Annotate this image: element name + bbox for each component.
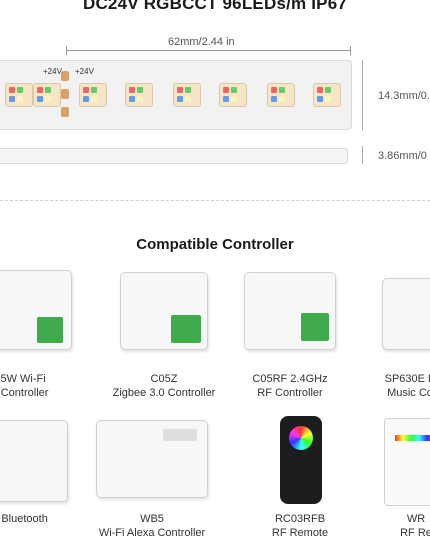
page-title: DC24V RGBCCT 96LEDs/m IP67 [82, 0, 348, 13]
height-dimension-label: 3.86mm/0 [378, 150, 427, 162]
product-item: WR RF Re [356, 512, 430, 540]
product-subtitle: Music Co [387, 387, 430, 399]
controller-image [96, 420, 208, 498]
voltage-label: +24V [75, 67, 94, 76]
product-item: 05W Wi-Fi a Controller [0, 372, 80, 400]
product-subtitle: Zigbee 3.0 Controller [112, 387, 216, 399]
length-dimension-line [66, 50, 350, 51]
product-name: WR [406, 513, 426, 525]
led-chip [79, 83, 107, 107]
led-chip [313, 83, 341, 107]
product-subtitle: RF Remote [271, 527, 329, 539]
remote-control-image [280, 416, 322, 504]
product-name: 3 Bluetooth [0, 513, 48, 525]
product-name: 05W Wi-Fi [0, 373, 46, 385]
product-item: C05RF 2.4GHz RF Controller [230, 372, 350, 400]
product-name: C05RF 2.4GHz [252, 373, 328, 385]
terminal-block [163, 429, 197, 441]
controller-image [0, 270, 72, 350]
terminal-block [171, 315, 201, 343]
controller-image [120, 272, 208, 350]
wall-panel-image [384, 418, 430, 506]
led-chip [5, 83, 33, 107]
led-strip-side-view [0, 148, 348, 164]
length-dimension-tick-right [350, 46, 351, 55]
section-divider [0, 200, 430, 201]
solder-pad [61, 89, 69, 99]
product-name: WB5 [140, 513, 164, 525]
product-subtitle: RF Re [400, 527, 430, 539]
led-chip [267, 83, 295, 107]
product-name: SP630E B [384, 373, 430, 385]
controller-image [0, 420, 68, 502]
product-item: RC03RFB RF Remote [240, 512, 360, 540]
solder-pad [61, 71, 69, 81]
product-item: WB5 Wi-Fi Alexa Controller [92, 512, 212, 540]
terminal-block [37, 317, 63, 343]
color-wheel-icon [289, 426, 313, 450]
voltage-label: +24V [43, 67, 62, 76]
led-strip-top-view: +24V +24V [0, 60, 352, 130]
led-chip [125, 83, 153, 107]
product-name: C05Z [150, 373, 178, 385]
product-name: RC03RFB [274, 513, 326, 525]
product-item: C05Z Zigbee 3.0 Controller [104, 372, 224, 400]
width-dimension-label: 14.3mm/0. [378, 90, 430, 102]
terminal-block [301, 313, 329, 341]
led-chip [219, 83, 247, 107]
product-subtitle: RF Controller [257, 387, 323, 399]
solder-pad [61, 107, 69, 117]
product-subtitle: a Controller [0, 387, 49, 399]
product-subtitle: Wi-Fi Alexa Controller [98, 527, 206, 539]
product-item: SP630E B Music Co [350, 372, 430, 400]
led-chip [33, 83, 61, 107]
controller-image [244, 272, 336, 350]
section-title: Compatible Controller [136, 236, 294, 253]
width-dimension-line [362, 60, 363, 130]
product-item: 3 Bluetooth [0, 512, 80, 526]
length-dimension-label: 62mm/2.44 in [168, 36, 235, 48]
length-dimension-tick-left [66, 46, 67, 55]
color-bar-icon [395, 435, 430, 441]
led-chip [173, 83, 201, 107]
height-dimension-line [362, 146, 363, 164]
controller-image [382, 278, 430, 350]
